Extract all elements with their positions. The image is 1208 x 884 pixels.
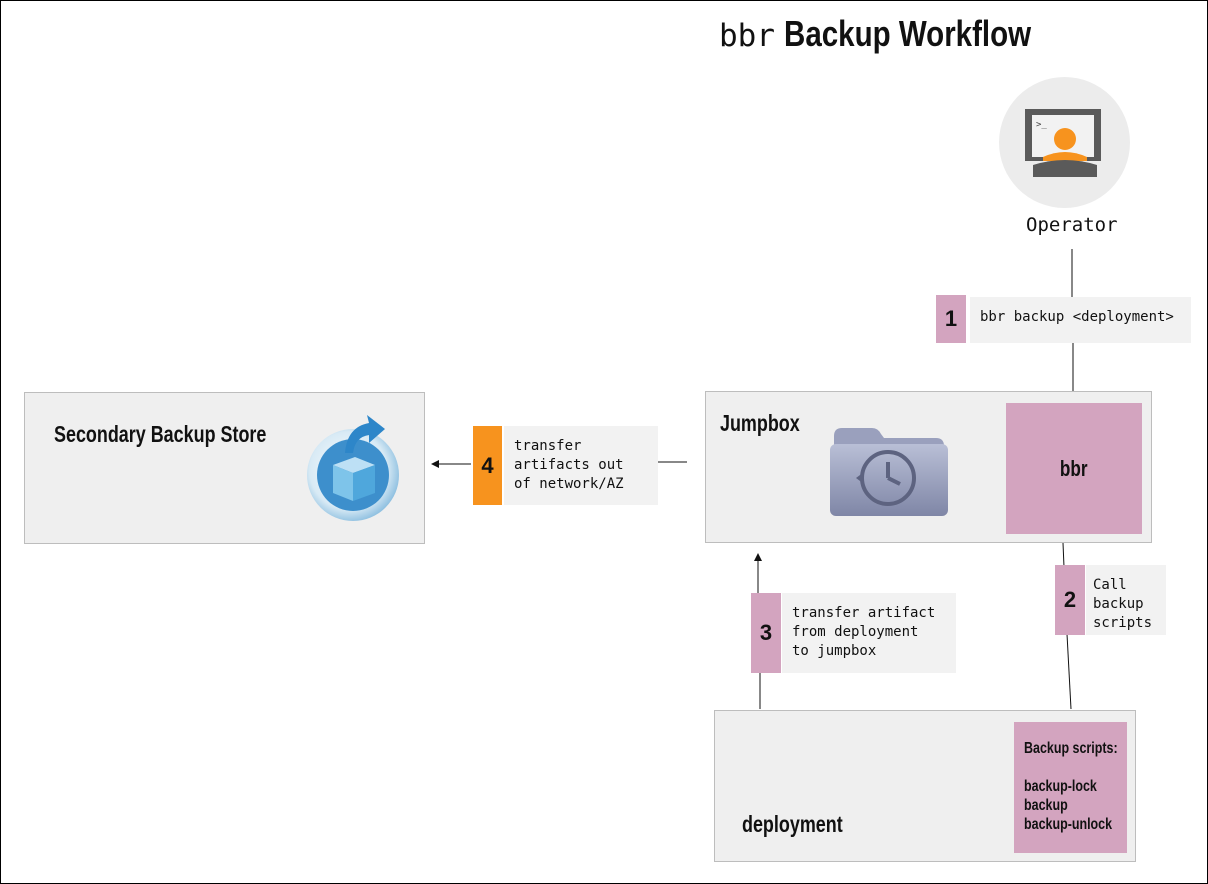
deployment-label-wrap: deployment bbox=[742, 811, 871, 838]
time-machine-folder-icon bbox=[830, 428, 948, 516]
script-item: backup-unlock bbox=[1024, 816, 1113, 833]
script-item: backup-lock bbox=[1024, 778, 1097, 795]
bbr-tool-box: bbr bbox=[1006, 403, 1142, 534]
secondary-label: Secondary Backup Store bbox=[54, 421, 267, 447]
operator-avatar: >_ bbox=[999, 77, 1130, 208]
backup-store-icon bbox=[307, 415, 399, 521]
step2-text: Call backup scripts bbox=[1093, 577, 1153, 631]
backup-scripts-list: Backup scripts: backup-lock backup backu… bbox=[1024, 739, 1144, 834]
step3-text: transfer artifact from deployment to jum… bbox=[792, 605, 936, 659]
step3-note: transfer artifact from deployment to jum… bbox=[782, 593, 956, 673]
title-text: Backup Workflow bbox=[784, 13, 1032, 54]
title-code: bbr bbox=[719, 18, 775, 54]
step4-text: transfer artifacts out of network/AZ bbox=[514, 438, 624, 492]
step2-note: Call backup scripts bbox=[1086, 565, 1166, 635]
svg-text:>_: >_ bbox=[1036, 120, 1047, 130]
secondary-label-wrap: Secondary Backup Store bbox=[54, 421, 326, 448]
step1-note: bbr backup <deployment> bbox=[970, 297, 1191, 343]
jumpbox-label-wrap: Jumpbox bbox=[720, 410, 822, 437]
deployment-label: deployment bbox=[742, 811, 843, 837]
step4-number: 4 bbox=[473, 426, 502, 505]
step1-number: 1 bbox=[936, 295, 966, 343]
step3-number: 3 bbox=[751, 593, 781, 673]
jumpbox-label: Jumpbox bbox=[720, 410, 800, 436]
step2-to-deployment-line bbox=[1066, 633, 1072, 710]
operator-label: Operator bbox=[1026, 214, 1118, 236]
diagram-title: bbr Backup Workflow bbox=[719, 13, 1085, 55]
bbr-to-step2-line bbox=[1062, 542, 1065, 568]
jumpbox-box: Jumpbox bbr bbox=[705, 391, 1152, 543]
step4-note: transfer artifacts out of network/AZ bbox=[504, 426, 658, 505]
deployment-box: deployment Backup scripts: backup-lock b… bbox=[714, 710, 1136, 862]
script-item: backup bbox=[1024, 797, 1068, 814]
operator-terminal-icon: >_ bbox=[1025, 109, 1101, 177]
secondary-backup-store-box: Secondary Backup Store bbox=[24, 392, 425, 544]
step2-number: 2 bbox=[1055, 565, 1085, 635]
backup-scripts-title: Backup scripts: bbox=[1024, 740, 1118, 757]
backup-scripts-box: Backup scripts: backup-lock backup backu… bbox=[1014, 722, 1127, 853]
bbr-tool-label: bbr bbox=[1060, 455, 1088, 481]
step1-text: bbr backup <deployment> bbox=[980, 309, 1174, 325]
